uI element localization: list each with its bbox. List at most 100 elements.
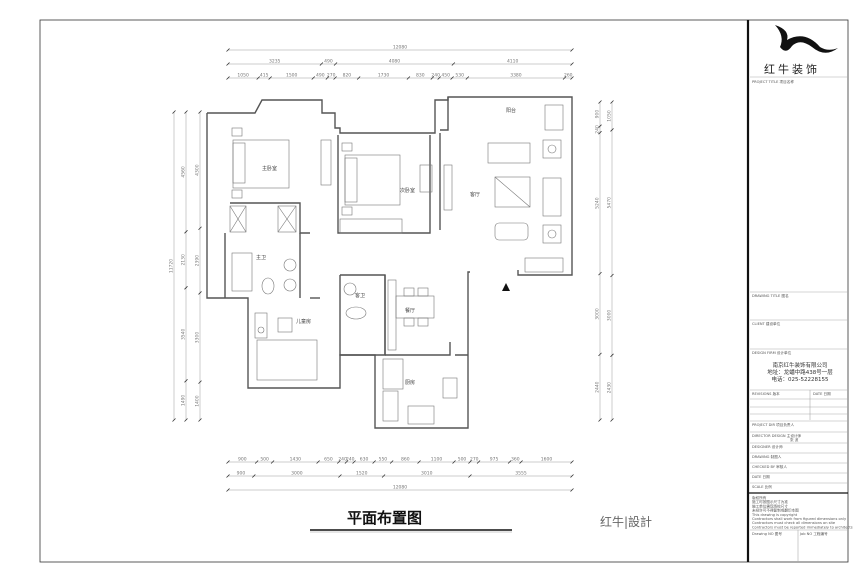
dimension-tick: [610, 128, 614, 132]
title-block-notes: 版权所有施工时按图示尺寸为准施工单位需现场校尺寸未经许可不得复制或翻印本图Thi…: [751, 495, 853, 529]
bottom-dimension-value: 3010: [421, 471, 433, 477]
dimension-tick: [333, 62, 338, 66]
dimension-tick: [184, 286, 188, 290]
bottom-dimension-value: 360: [511, 457, 520, 463]
dimension-tick: [198, 226, 202, 231]
room-label-dining: 餐厅: [405, 307, 415, 314]
note-line: Contractors shall work from figured dime…: [752, 517, 847, 521]
date-label: DATE 日期: [752, 474, 770, 479]
bathtub: [231, 252, 253, 292]
top-dimension-value: 820: [343, 73, 352, 79]
bottom-dimension-value: 550: [379, 457, 388, 463]
room-label-second-bedroom: 次卧室: [400, 187, 415, 194]
director-design-label: DIRECTOR DESIGN 主设计师: [752, 433, 802, 438]
drawing-title: 平面布置图: [347, 509, 422, 527]
top-dimension-value: 450: [441, 73, 450, 79]
cabinet: [339, 218, 403, 234]
dimension-tick: [226, 474, 230, 478]
dimension-tick: [226, 48, 230, 52]
dimension-tick: [468, 460, 472, 464]
dimension-tick: [417, 460, 421, 464]
director-name: 张 波: [790, 437, 799, 442]
dimension-tick: [570, 48, 574, 52]
second-bed: [344, 154, 401, 206]
top-dimension-value: 3235: [269, 59, 281, 65]
dimension-tick: [465, 76, 470, 80]
bottom-dimension-value: 1100: [431, 457, 443, 463]
dimension-tick: [226, 76, 230, 80]
top-dimension-value: 1730: [378, 73, 390, 79]
sofa: [487, 142, 531, 164]
note-line: 施工单位需现场校尺寸: [752, 503, 788, 508]
top-dimension-value: 490: [324, 59, 333, 65]
dimension-tick: [270, 460, 275, 464]
right-dimension-value: 5240: [595, 197, 601, 209]
left-dimension-value: 4300: [195, 164, 201, 176]
bottom-dimension-value: 240: [346, 457, 355, 463]
drawing-title-label: DRAWING TITLE 图名: [752, 293, 789, 298]
job-no-label: Job NO 工程编号: [799, 531, 828, 536]
bottom-dimension-value: 1600: [541, 457, 553, 463]
dimension-tick: [184, 110, 188, 114]
left-dimension-value: 1400: [195, 395, 201, 407]
dimension-tick: [437, 76, 441, 80]
top-dimension-value: 4110: [507, 59, 519, 65]
bottom-dimension-value: 860: [401, 457, 410, 463]
dimension-tick: [333, 76, 337, 80]
project-title-label: PROJECT TITLE 项目名称: [752, 79, 794, 84]
left-dimension-value: 3300: [195, 332, 201, 344]
room-label-living-room: 客厅: [470, 191, 480, 198]
left-dimension-value: 3540: [181, 328, 187, 340]
top-dimension-value: 415: [260, 73, 269, 79]
designer-signature: 红牛|設計: [600, 514, 652, 529]
coffee-table: [494, 176, 531, 208]
dimension-tick: [356, 76, 361, 80]
bottom-dimension-value: 3555: [515, 471, 527, 477]
dimension-tick: [372, 460, 376, 464]
company-logo-icon: [775, 25, 838, 53]
dimension-tick: [198, 380, 202, 384]
title-block: 红牛装饰 PROJECT TITLE 项目名称 DRAWING TITLE 图名…: [748, 25, 853, 562]
top-dimension-value: 530: [455, 73, 464, 79]
bottom-dimension-value: 650: [324, 457, 333, 463]
dimension-tick: [406, 76, 411, 80]
sink: [407, 405, 435, 425]
right-dimension-value: 900: [595, 110, 601, 119]
dimension-tick: [256, 76, 260, 80]
entrance-arrow-icon: [502, 283, 510, 291]
dimension-tick: [450, 76, 454, 80]
stove: [442, 377, 458, 399]
walls: [206, 96, 573, 429]
bottom-dimension-value: 975: [490, 457, 499, 463]
dimension-tick: [184, 230, 188, 234]
dimension-tick: [337, 460, 341, 464]
bottom-dimension-value: 900: [237, 471, 246, 477]
dimension-tick: [172, 418, 176, 422]
bottom-dimension-value: 270: [470, 457, 479, 463]
revisions-label: REVISIONS 版本: [752, 391, 780, 396]
right-dimension-value: 2430: [607, 382, 613, 394]
sofa-side: [542, 177, 562, 217]
kids-bed: [256, 339, 318, 381]
drawing-no-label: Drawing NO 图号: [752, 531, 782, 536]
dimension-tick: [172, 110, 176, 114]
bottom-dimension-value: 12080: [393, 485, 407, 491]
dimension-tick: [184, 418, 188, 422]
company-name: 南京红牛装饰有限公司: [772, 361, 827, 369]
wardrobe-tv: [320, 139, 332, 186]
dimension-tick: [451, 62, 456, 66]
dimension-tick: [570, 62, 574, 66]
dimension-tick: [476, 460, 481, 464]
right-dimension-value: 5470: [607, 197, 613, 209]
furniture: [229, 104, 564, 425]
note-line: 施工时按图示尺寸为准: [752, 499, 788, 504]
bottom-dimension-value: 3000: [291, 471, 303, 477]
top-dimension-value: 830: [416, 73, 425, 79]
bottom-dimension-value: 240: [338, 457, 347, 463]
dimension-tick: [198, 418, 202, 422]
dimension-tick: [254, 460, 259, 464]
top-dimension-value: 1500: [286, 73, 298, 79]
note-line: 未经许可不得复制或翻印本图: [752, 508, 799, 513]
dimension-tick: [610, 418, 614, 422]
